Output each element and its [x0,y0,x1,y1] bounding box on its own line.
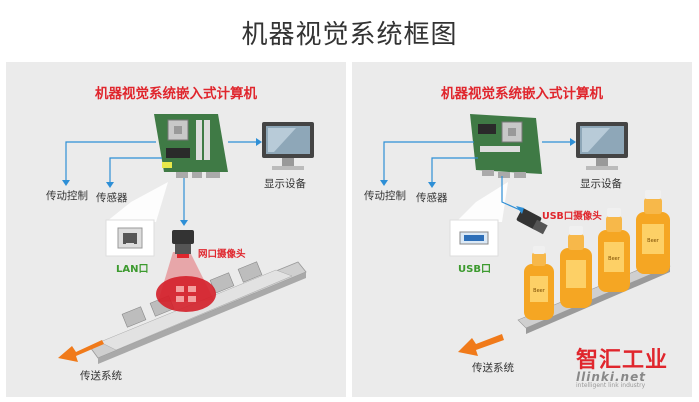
panel-divider [346,62,348,397]
arrow-heads [380,138,576,214]
right-panel-graphics: Beer Beer Beer [380,114,671,356]
bottle-label: Beer [647,238,660,244]
usb-camera-label: USB口摄像头 [542,211,602,222]
connection-arrows [65,141,258,222]
display-monitor-icon [262,122,314,170]
left-panel: 机器视觉系统嵌入式计算机 [6,62,346,397]
bottle-label: Beer [608,256,621,262]
bottle-4: Beer [636,190,670,274]
watermark-english: llinki.net [576,370,646,384]
network-camera-label: 网口摄像头 [198,249,246,260]
usb-camera-icon [516,208,548,235]
right-motion-control-label: 传动控制 [364,190,406,202]
right-display-label: 显示设备 [580,178,622,190]
bottle-3: Beer [598,208,630,292]
right-panel-title: 机器视觉系统嵌入式计算机 [441,86,603,102]
left-sensor-label: 传感器 [96,192,128,204]
connection-arrows [383,141,572,211]
conveyor-direction-arrow [458,334,504,356]
bottle-1: Beer [524,246,554,320]
left-panel-title: 机器视觉系统嵌入式计算机 [95,86,257,102]
conveyor-direction-arrow [58,340,104,362]
left-display-label: 显示设备 [264,178,306,190]
arrow-heads [62,138,262,226]
right-sensor-label: 传感器 [416,192,448,204]
display-monitor-icon [576,122,628,170]
lan-port-label: LAN口 [116,264,149,275]
watermark-logo: 智汇工业 llinki.net intelligent link industr… [576,342,668,389]
motherboard-icon [470,114,542,178]
left-motion-control-label: 传动控制 [46,190,88,202]
left-panel-graphics [58,114,314,364]
lan-port-icon [117,227,143,249]
motherboard-icon [154,114,228,178]
bottle-2 [560,226,592,308]
usb-port-label: USB口 [458,264,491,275]
watermark-chinese: 智汇工业 [576,348,669,373]
usb-port-icon [459,231,489,245]
left-conveyor-label: 传送系统 [80,370,122,382]
inspected-part-highlight [156,276,216,312]
network-camera-icon [172,230,194,258]
right-conveyor-label: 传送系统 [472,362,514,374]
bottles: Beer Beer Beer [524,190,670,320]
right-panel: 机器视觉系统嵌入式计算机 Beer [352,62,692,397]
watermark-subtitle: intelligent link industry [576,382,646,389]
bottle-label: Beer [533,288,546,294]
diagram-title: 机器视觉系统框图 [241,20,458,50]
